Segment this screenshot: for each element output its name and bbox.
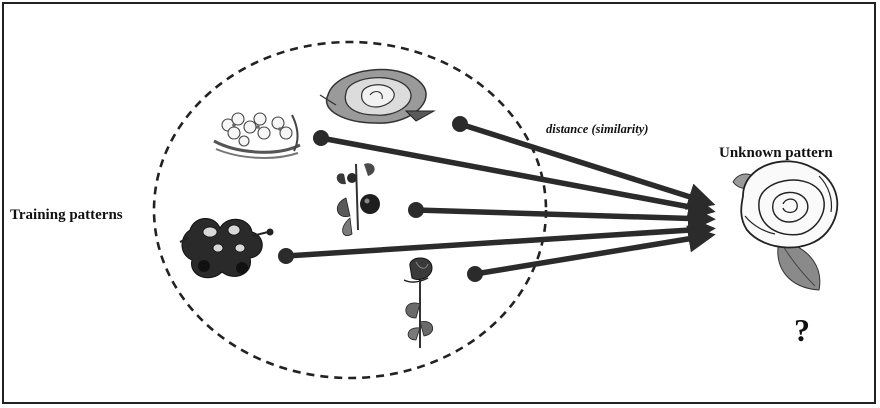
unknown-pattern-label: Unknown pattern bbox=[719, 145, 833, 162]
distance-arrow-3 bbox=[416, 210, 706, 219]
dark-flower-cluster-icon bbox=[180, 218, 274, 277]
arrow-origin-dot bbox=[408, 202, 424, 218]
arrow-origin-dot bbox=[467, 266, 483, 282]
distance-similarity-label: distance (similarity) bbox=[546, 122, 648, 137]
rose-bud-stem-icon bbox=[404, 258, 433, 348]
training-patterns-label: Training patterns bbox=[10, 207, 123, 224]
arrow-origin-dot bbox=[278, 248, 294, 264]
white-blossom-cluster-icon bbox=[214, 113, 300, 158]
arrow-origin-dot bbox=[452, 116, 468, 132]
rose-bloom-icon bbox=[320, 70, 434, 124]
distance-arrows bbox=[286, 124, 706, 274]
dark-berry-branch-icon bbox=[337, 163, 380, 235]
arrow-origin-dot bbox=[313, 130, 329, 146]
question-mark-label: ? bbox=[794, 312, 810, 349]
unknown-rose-icon bbox=[733, 161, 837, 290]
